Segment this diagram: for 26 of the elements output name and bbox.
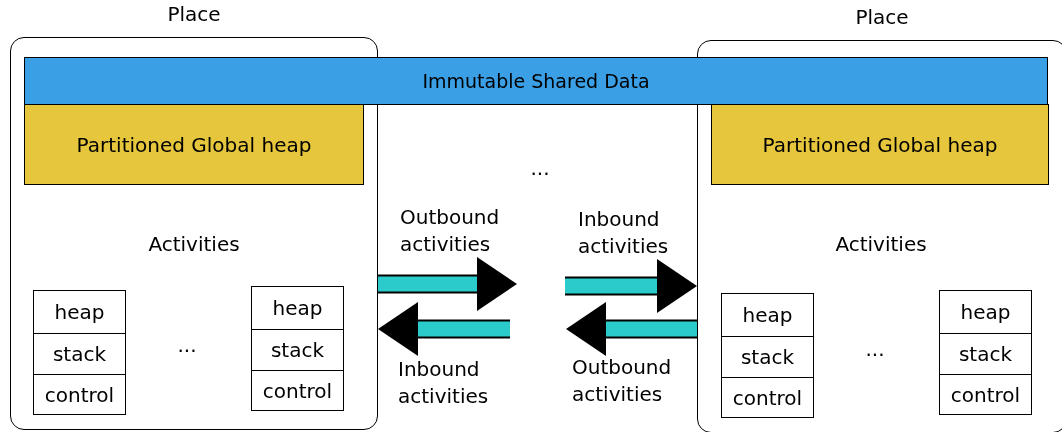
stack-cell: stack (721, 336, 814, 378)
control-cell: control (251, 370, 344, 411)
ellipsis: ... (530, 156, 550, 180)
heap-cell: heap (721, 293, 814, 337)
section-label: Activities (148, 232, 240, 256)
place-heading: Place (855, 5, 909, 29)
control-cell: control (939, 374, 1032, 415)
edge-label: Inbound activities (398, 356, 490, 410)
shared-data-bar: Immutable Shared Data (24, 57, 1048, 105)
edge-label: Outbound activities (400, 204, 501, 258)
heap-cell: heap (33, 290, 126, 334)
edge-label: Inbound activities (578, 206, 670, 260)
heap-cell: heap (939, 290, 1032, 334)
control-cell: control (33, 374, 126, 415)
stack-cell: stack (251, 329, 344, 371)
ellipsis: ... (865, 337, 885, 361)
ellipsis: ... (177, 333, 197, 357)
stack-cell: stack (33, 333, 126, 375)
edge-label: Outbound activities (572, 354, 673, 408)
heap-box: Partitioned Global heap (711, 104, 1049, 185)
heap-box: Partitioned Global heap (24, 104, 364, 185)
stack-cell: stack (939, 333, 1032, 375)
section-label: Activities (835, 232, 927, 256)
control-cell: control (721, 377, 814, 418)
place-heading: Place (167, 2, 221, 26)
heap-cell: heap (251, 286, 344, 330)
